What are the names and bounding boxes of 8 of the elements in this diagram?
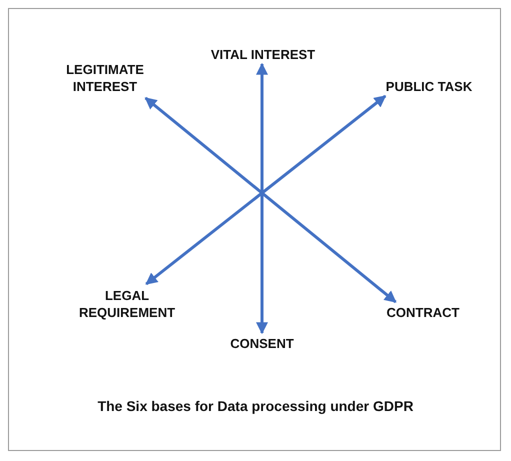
- basis-label: PUBLIC TASK: [380, 76, 478, 96]
- basis-label: CONTRACT: [380, 302, 466, 322]
- basis-label: VITAL INTEREST: [205, 44, 321, 64]
- basis-label: CONSENT: [222, 333, 302, 353]
- basis-label: LEGITIMATE INTEREST: [55, 58, 155, 98]
- double-headed-arrow: [256, 62, 268, 334]
- caption: The Six bases for Data processing under GDPR: [96, 398, 414, 414]
- basis-label: LEGAL REQUIREMENT: [72, 284, 182, 324]
